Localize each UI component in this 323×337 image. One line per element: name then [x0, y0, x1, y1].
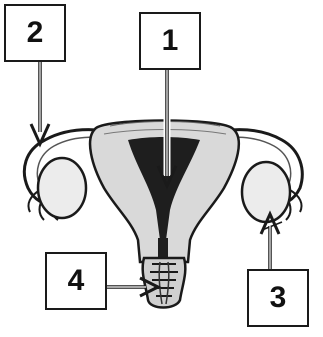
- right-ovary: [242, 162, 290, 222]
- left-ovary: [38, 158, 86, 218]
- label-3-text: 3: [270, 281, 287, 315]
- label-box-1: 1: [139, 12, 201, 70]
- arrow-2: [31, 62, 49, 144]
- label-1-text: 1: [162, 24, 179, 58]
- label-2-text: 2: [27, 16, 44, 50]
- label-box-4: 4: [45, 252, 107, 310]
- label-4-text: 4: [68, 264, 85, 298]
- label-box-3: 3: [247, 269, 309, 327]
- label-box-2: 2: [4, 4, 66, 62]
